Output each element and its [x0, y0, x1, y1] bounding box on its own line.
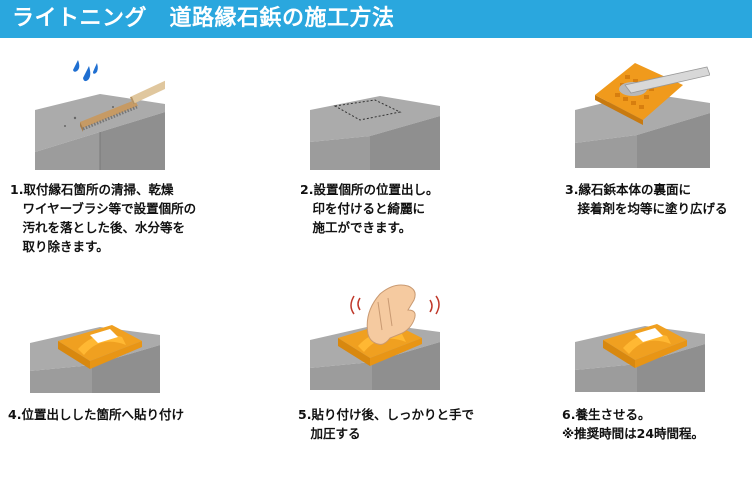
reflector-icon	[90, 329, 118, 343]
step-4-illustration	[30, 325, 160, 393]
road-stud-icon	[58, 325, 142, 369]
header-bar: ライトニング 道路縁石鋲の施工方法	[0, 0, 752, 38]
page-title: ライトニング 道路縁石鋲の施工方法	[12, 6, 395, 31]
step-3-illustration	[575, 63, 710, 168]
step-2-illustration	[310, 96, 440, 170]
step-5-caption: 5.貼り付け後、しっかりと手で 加圧する	[298, 407, 474, 441]
wire-brush-icon	[80, 80, 165, 132]
water-droplets-icon	[73, 60, 98, 82]
step-2-caption: 2.設置個所の位置出し。 印を付けると綺麗に 施工ができます。	[300, 182, 439, 235]
step-1-caption: 1.取付縁石箇所の清掃、乾燥 ワイヤーブラシ等で設置個所の 汚れを落とした後、水…	[10, 182, 197, 254]
step-1-illustration	[35, 60, 165, 170]
step-6-illustration	[575, 324, 705, 392]
curb-block	[310, 96, 440, 170]
step-5-illustration	[310, 284, 440, 390]
road-stud-icon	[603, 324, 687, 368]
curb-block	[35, 94, 165, 170]
reflector-icon	[635, 328, 663, 342]
adhesive-spatula-icon	[624, 66, 710, 94]
marking-outline-icon	[333, 99, 402, 121]
step-3-caption: 3.縁石鋲本体の裏面に 接着剤を均等に塗り広げる	[565, 182, 728, 216]
pressing-hand-icon	[366, 284, 416, 345]
step-4-caption: 4.位置出しした箇所へ貼り付け	[8, 407, 184, 422]
motion-lines-icon	[350, 295, 440, 315]
step-6-caption: 6.養生させる。 ※推奨時間は24時間程。	[562, 407, 705, 441]
